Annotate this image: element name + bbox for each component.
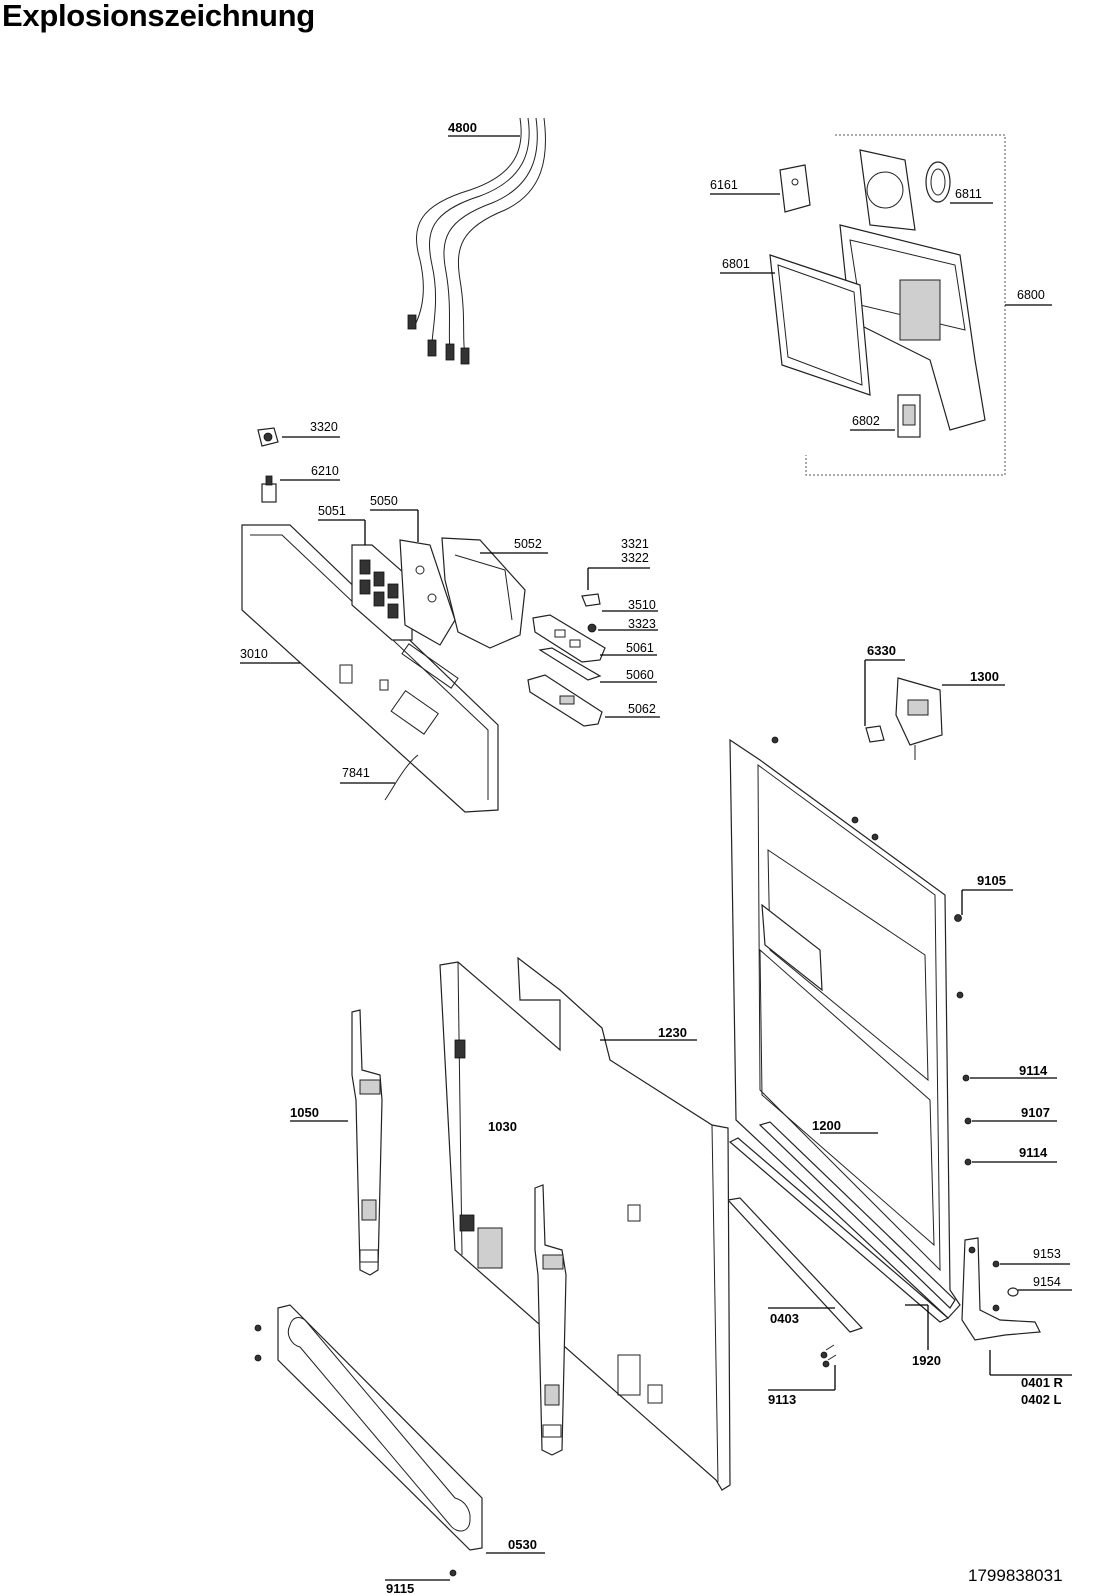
label-1050: 1050	[290, 1105, 319, 1120]
part-0401-hinge	[961, 1237, 1041, 1341]
label-6811: 6811	[955, 187, 982, 201]
label-5061: 5061	[626, 641, 654, 655]
label-3321: 3321	[621, 537, 649, 551]
label-9105: 9105	[977, 873, 1006, 888]
label-9113: 9113	[768, 1392, 796, 1407]
label-1230: 1230	[658, 1025, 687, 1040]
part-5051-cover	[351, 544, 413, 641]
screw-9115	[449, 1569, 457, 1577]
label-3323: 3323	[628, 617, 656, 631]
screw-9107	[964, 1117, 972, 1125]
part-3320-knob	[257, 427, 279, 447]
label-3010: 3010	[240, 647, 268, 661]
label-4800: 4800	[448, 120, 477, 135]
label-7841: 7841	[342, 766, 370, 780]
part-0403-strip	[726, 1197, 864, 1333]
part-6800-dispenser-group	[769, 134, 1006, 476]
label-1030: 1030	[488, 1119, 517, 1134]
part-5050-board	[399, 539, 456, 646]
part-6210-switch	[261, 475, 277, 503]
label-5050: 5050	[370, 494, 398, 508]
label-9115: 9115	[386, 1581, 414, 1595]
label-9114-top: 9114	[1019, 1063, 1048, 1078]
label-3322: 3322	[621, 551, 649, 565]
part-5062-display	[527, 674, 603, 727]
label-5051: 5051	[318, 504, 346, 518]
document-number: 1799838031	[968, 1566, 1063, 1585]
label-5062: 5062	[628, 702, 656, 716]
label-0402: 0402 L	[1021, 1392, 1062, 1407]
part-5052-housing	[441, 537, 526, 649]
screw-9114-top	[962, 1074, 970, 1082]
label-9153: 9153	[1033, 1247, 1061, 1261]
label-9154: 9154	[1033, 1275, 1061, 1289]
screw-9114-bottom	[964, 1158, 972, 1166]
label-6801: 6801	[722, 257, 750, 271]
ring-9154	[1007, 1287, 1019, 1297]
screw-9153	[992, 1260, 1000, 1268]
part-6330-clip	[865, 725, 885, 743]
part-5060-light-guide	[538, 647, 602, 681]
label-3320: 3320	[310, 420, 338, 434]
label-6210: 6210	[311, 464, 339, 478]
label-0530: 0530	[508, 1537, 537, 1552]
part-1200-inner-door	[729, 736, 964, 1319]
part-1050-rail-left	[351, 1009, 383, 1276]
part-3510-lever	[581, 593, 601, 633]
part-7841-wire	[384, 754, 419, 801]
part-1030-door-panel	[439, 956, 731, 1491]
label-5052: 5052	[514, 537, 542, 551]
label-6161: 6161	[710, 178, 738, 192]
label-9114-bottom: 9114	[1019, 1145, 1048, 1160]
page-title: Explosionszeichnung	[2, 0, 315, 33]
label-1300: 1300	[970, 669, 999, 684]
label-6800: 6800	[1017, 288, 1045, 302]
label-3510: 3510	[628, 598, 656, 612]
screw-9105	[954, 914, 962, 922]
label-0401: 0401 R	[1021, 1375, 1064, 1390]
label-0403: 0403	[770, 1311, 799, 1326]
label-5060: 5060	[626, 668, 654, 682]
label-6330: 6330	[867, 643, 896, 658]
part-4800-cable-harness	[407, 117, 547, 365]
part-5061-button-strip	[532, 614, 606, 663]
part-1920-seal-strip	[728, 1121, 956, 1323]
label-1200: 1200	[812, 1118, 841, 1133]
label-6802: 6802	[852, 414, 880, 428]
part-0530-handle-bar	[254, 1304, 483, 1551]
part-1050-rail-right	[534, 1184, 567, 1456]
label-1920: 1920	[912, 1353, 941, 1368]
part-1300-lock	[895, 677, 943, 760]
label-9107: 9107	[1021, 1105, 1050, 1120]
screw-9113	[820, 1344, 837, 1368]
